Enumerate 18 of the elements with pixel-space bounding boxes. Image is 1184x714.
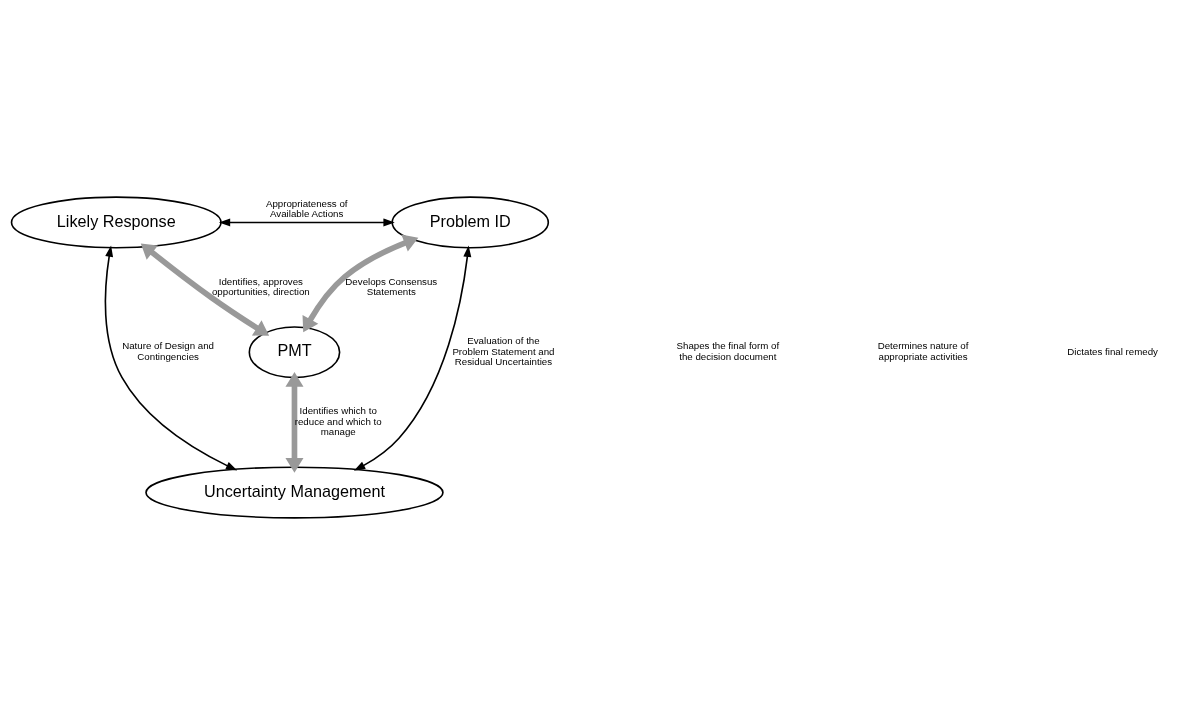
arrow bbox=[140, 242, 270, 336]
arrow bbox=[218, 217, 395, 226]
arrow bbox=[285, 371, 304, 473]
edge-label: Identifies which to reduce and which to manage bbox=[294, 404, 382, 437]
arrow bbox=[104, 244, 238, 470]
arrow bbox=[302, 234, 419, 332]
node-ellipse: Uncertainty Management bbox=[145, 465, 444, 519]
label: Dictates final remedy bbox=[1067, 345, 1158, 357]
edge-label: Evaluation of the Problem Statement and Residual Uncertainties bbox=[452, 334, 555, 367]
edge-label: Develops Consensus Statements bbox=[345, 275, 438, 297]
node-ellipse: Likely Response bbox=[10, 195, 222, 249]
label: Shapes the final form of the decision document bbox=[676, 339, 780, 362]
edge-label: Identifies, approves opportunities, direction bbox=[211, 275, 310, 297]
label: Determines nature of appropriate activities bbox=[877, 339, 969, 362]
arrow bbox=[353, 245, 472, 471]
edge-label: Appropriateness of Available Actions bbox=[265, 197, 348, 219]
edge-label: Nature of Design and Contingencies bbox=[122, 339, 215, 362]
node-ellipse: PMT bbox=[248, 325, 341, 378]
